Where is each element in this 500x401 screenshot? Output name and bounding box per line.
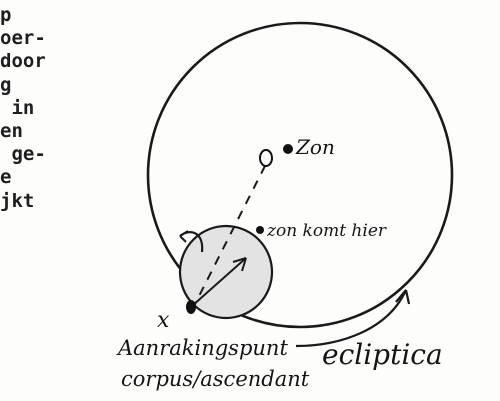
x-mark: x xyxy=(157,308,170,333)
ecliptic-label: ecliptica xyxy=(322,338,443,371)
sun-arrival-dot xyxy=(256,226,264,234)
corpus-ascendant-label: corpus/ascendant xyxy=(121,367,310,391)
contact-point-dot xyxy=(186,300,196,314)
sun-arrives-label: zon komt hier xyxy=(266,221,387,241)
sun-icon xyxy=(260,144,293,166)
rotation-arrow-head xyxy=(180,231,188,242)
contact-point-label: Aanrakingspunt xyxy=(116,336,288,360)
sun-label: Zon xyxy=(295,135,335,159)
